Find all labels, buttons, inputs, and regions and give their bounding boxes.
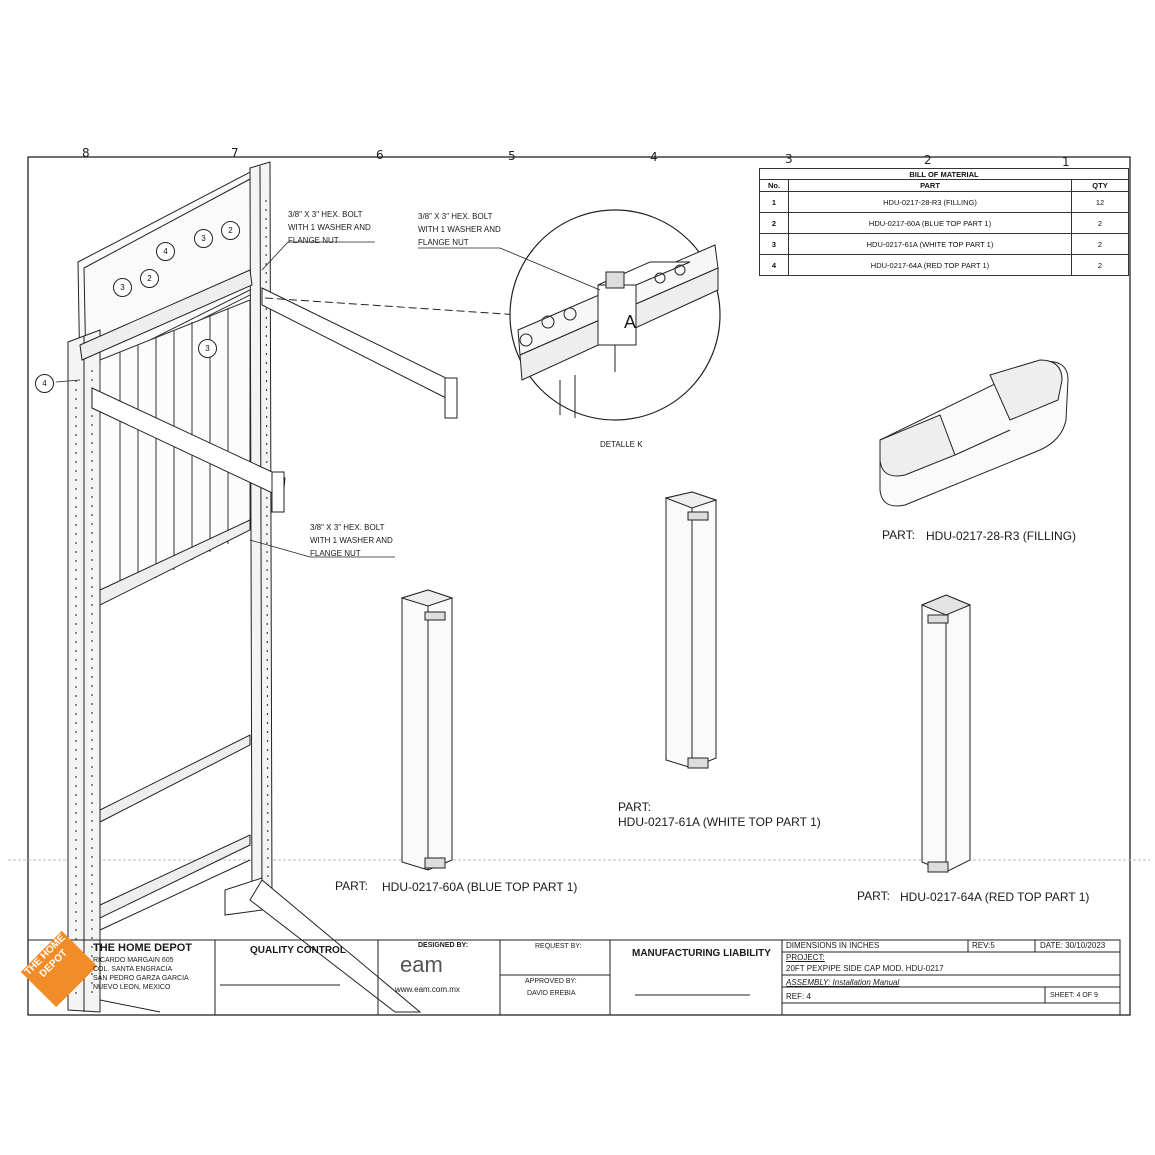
zone-label: 7 <box>231 146 239 160</box>
project-name: 20FT PEXPIPE SIDE CAP MOD. HDU-0217 <box>786 964 944 973</box>
bom-qty: 12 <box>1071 191 1129 213</box>
leader-lines <box>55 241 601 558</box>
zone-label: 1 <box>1062 155 1070 169</box>
detail-k-view <box>509 209 721 421</box>
blue-top-post-drawing <box>400 589 454 871</box>
callout-balloon: 2 <box>140 269 159 288</box>
sheet-number: SHEET: 4 OF 9 <box>1050 992 1098 999</box>
bom-qty: 2 <box>1071 233 1129 255</box>
bom-part: HDU-0217-28-R3 (FILLING) <box>788 191 1072 213</box>
dimensions-note: DIMENSIONS IN INCHES <box>786 941 880 950</box>
callout-balloon: 3 <box>113 278 132 297</box>
detail-letter: A <box>624 312 637 332</box>
designer-logo: eam <box>400 952 443 977</box>
note-line: FLANGE NUT <box>418 238 469 247</box>
reference: REF: 4 <box>786 992 811 1001</box>
bom-no: 4 <box>759 254 789 276</box>
note-line: 3/8" X 3" HEX. BOLT <box>418 212 493 221</box>
designed-by-label: DESIGNED BY: <box>418 942 469 949</box>
note-line: 3/8" X 3" HEX. BOLT <box>288 210 363 219</box>
address-line: NUEVO LEON, MEXICO <box>93 984 171 991</box>
company-name: THE HOME DEPOT <box>93 942 193 954</box>
part-prefix: PART: <box>618 800 651 814</box>
callout-balloon: 2 <box>221 221 240 240</box>
bom-no: 2 <box>759 212 789 234</box>
bill-of-material-table: BILL OF MATERIAL No. PART QTY 1 HDU-0217… <box>759 168 1129 276</box>
zone-label: 2 <box>924 153 932 167</box>
bom-row: 4 HDU-0217-64A (RED TOP PART 1) 2 <box>759 254 1129 276</box>
quality-control-label: QUALITY CONTROL <box>250 945 346 956</box>
part-name: HDU-0217-61A (WHITE TOP PART 1) <box>618 815 821 829</box>
callout-balloon: 4 <box>35 374 54 393</box>
bom-no: 3 <box>759 233 789 255</box>
bom-part: HDU-0217-60A (BLUE TOP PART 1) <box>788 212 1072 234</box>
bom-row: 3 HDU-0217-61A (WHITE TOP PART 1) 2 <box>759 233 1129 255</box>
rack-assembly-drawing <box>67 161 521 1013</box>
detail-label: DETALLE K <box>600 440 643 449</box>
bom-part: HDU-0217-61A (WHITE TOP PART 1) <box>788 233 1072 255</box>
zone-label: 3 <box>785 152 793 166</box>
zone-label: 4 <box>650 150 658 164</box>
note-line: 3/8" X 3" HEX. BOLT <box>310 523 385 532</box>
bom-title: BILL OF MATERIAL <box>759 168 1129 180</box>
note-line: WITH 1 WASHER AND <box>288 223 371 232</box>
note-line: FLANGE NUT <box>288 236 339 245</box>
bom-qty: 2 <box>1071 212 1129 234</box>
request-by-label: REQUEST BY: <box>535 943 582 950</box>
address-line: RICARDO MARGAIN 605 <box>93 957 174 964</box>
part-name: HDU-0217-28-R3 (FILLING) <box>926 529 1077 543</box>
project-label: PROJECT: <box>786 953 825 962</box>
note-line: WITH 1 WASHER AND <box>418 225 501 234</box>
callout-balloon: 4 <box>156 242 175 261</box>
white-top-post-drawing <box>664 491 718 769</box>
assembly-note: ASSEMBLY: Installation Manual <box>786 978 900 987</box>
note-line: WITH 1 WASHER AND <box>310 536 393 545</box>
callout-balloon: 3 <box>198 339 217 358</box>
approver-name: DAVID EREBIA <box>527 990 576 997</box>
zone-label: 5 <box>508 149 516 163</box>
bom-row: 2 HDU-0217-60A (BLUE TOP PART 1) 2 <box>759 212 1129 234</box>
bom-row: 1 HDU-0217-28-R3 (FILLING) 12 <box>759 191 1129 213</box>
red-top-post-drawing <box>920 594 972 873</box>
part-prefix: PART: <box>882 528 915 542</box>
drawing-date: DATE: 30/10/2023 <box>1040 941 1106 950</box>
bom-part: HDU-0217-64A (RED TOP PART 1) <box>788 254 1072 276</box>
designer-url: www.eam.com.mx <box>395 985 460 994</box>
address-line: COL. SANTA ENGRACIA <box>93 966 173 973</box>
part-prefix: PART: <box>857 889 890 903</box>
zone-label: 8 <box>82 146 90 160</box>
revision: REV:5 <box>972 941 995 950</box>
part-prefix: PART: <box>335 879 368 893</box>
zone-label: 6 <box>376 148 384 162</box>
bom-header-part: PART <box>788 179 1072 192</box>
part-name: HDU-0217-64A (RED TOP PART 1) <box>900 890 1090 904</box>
manufacturing-liability-label: MANUFACTURING LIABILITY <box>632 948 771 959</box>
bom-qty: 2 <box>1071 254 1129 276</box>
bom-header-qty: QTY <box>1071 179 1129 192</box>
bom-no: 1 <box>759 191 789 213</box>
filling-part-drawing <box>879 359 1069 507</box>
note-line: FLANGE NUT <box>310 549 361 558</box>
callout-balloon: 3 <box>194 229 213 248</box>
bom-header-no: No. <box>759 179 789 192</box>
address-line: SAN PEDRO GARZA GARCIA <box>93 975 189 982</box>
part-name: HDU-0217-60A (BLUE TOP PART 1) <box>382 880 578 894</box>
approved-by-label: APPROVED BY: <box>525 978 577 985</box>
